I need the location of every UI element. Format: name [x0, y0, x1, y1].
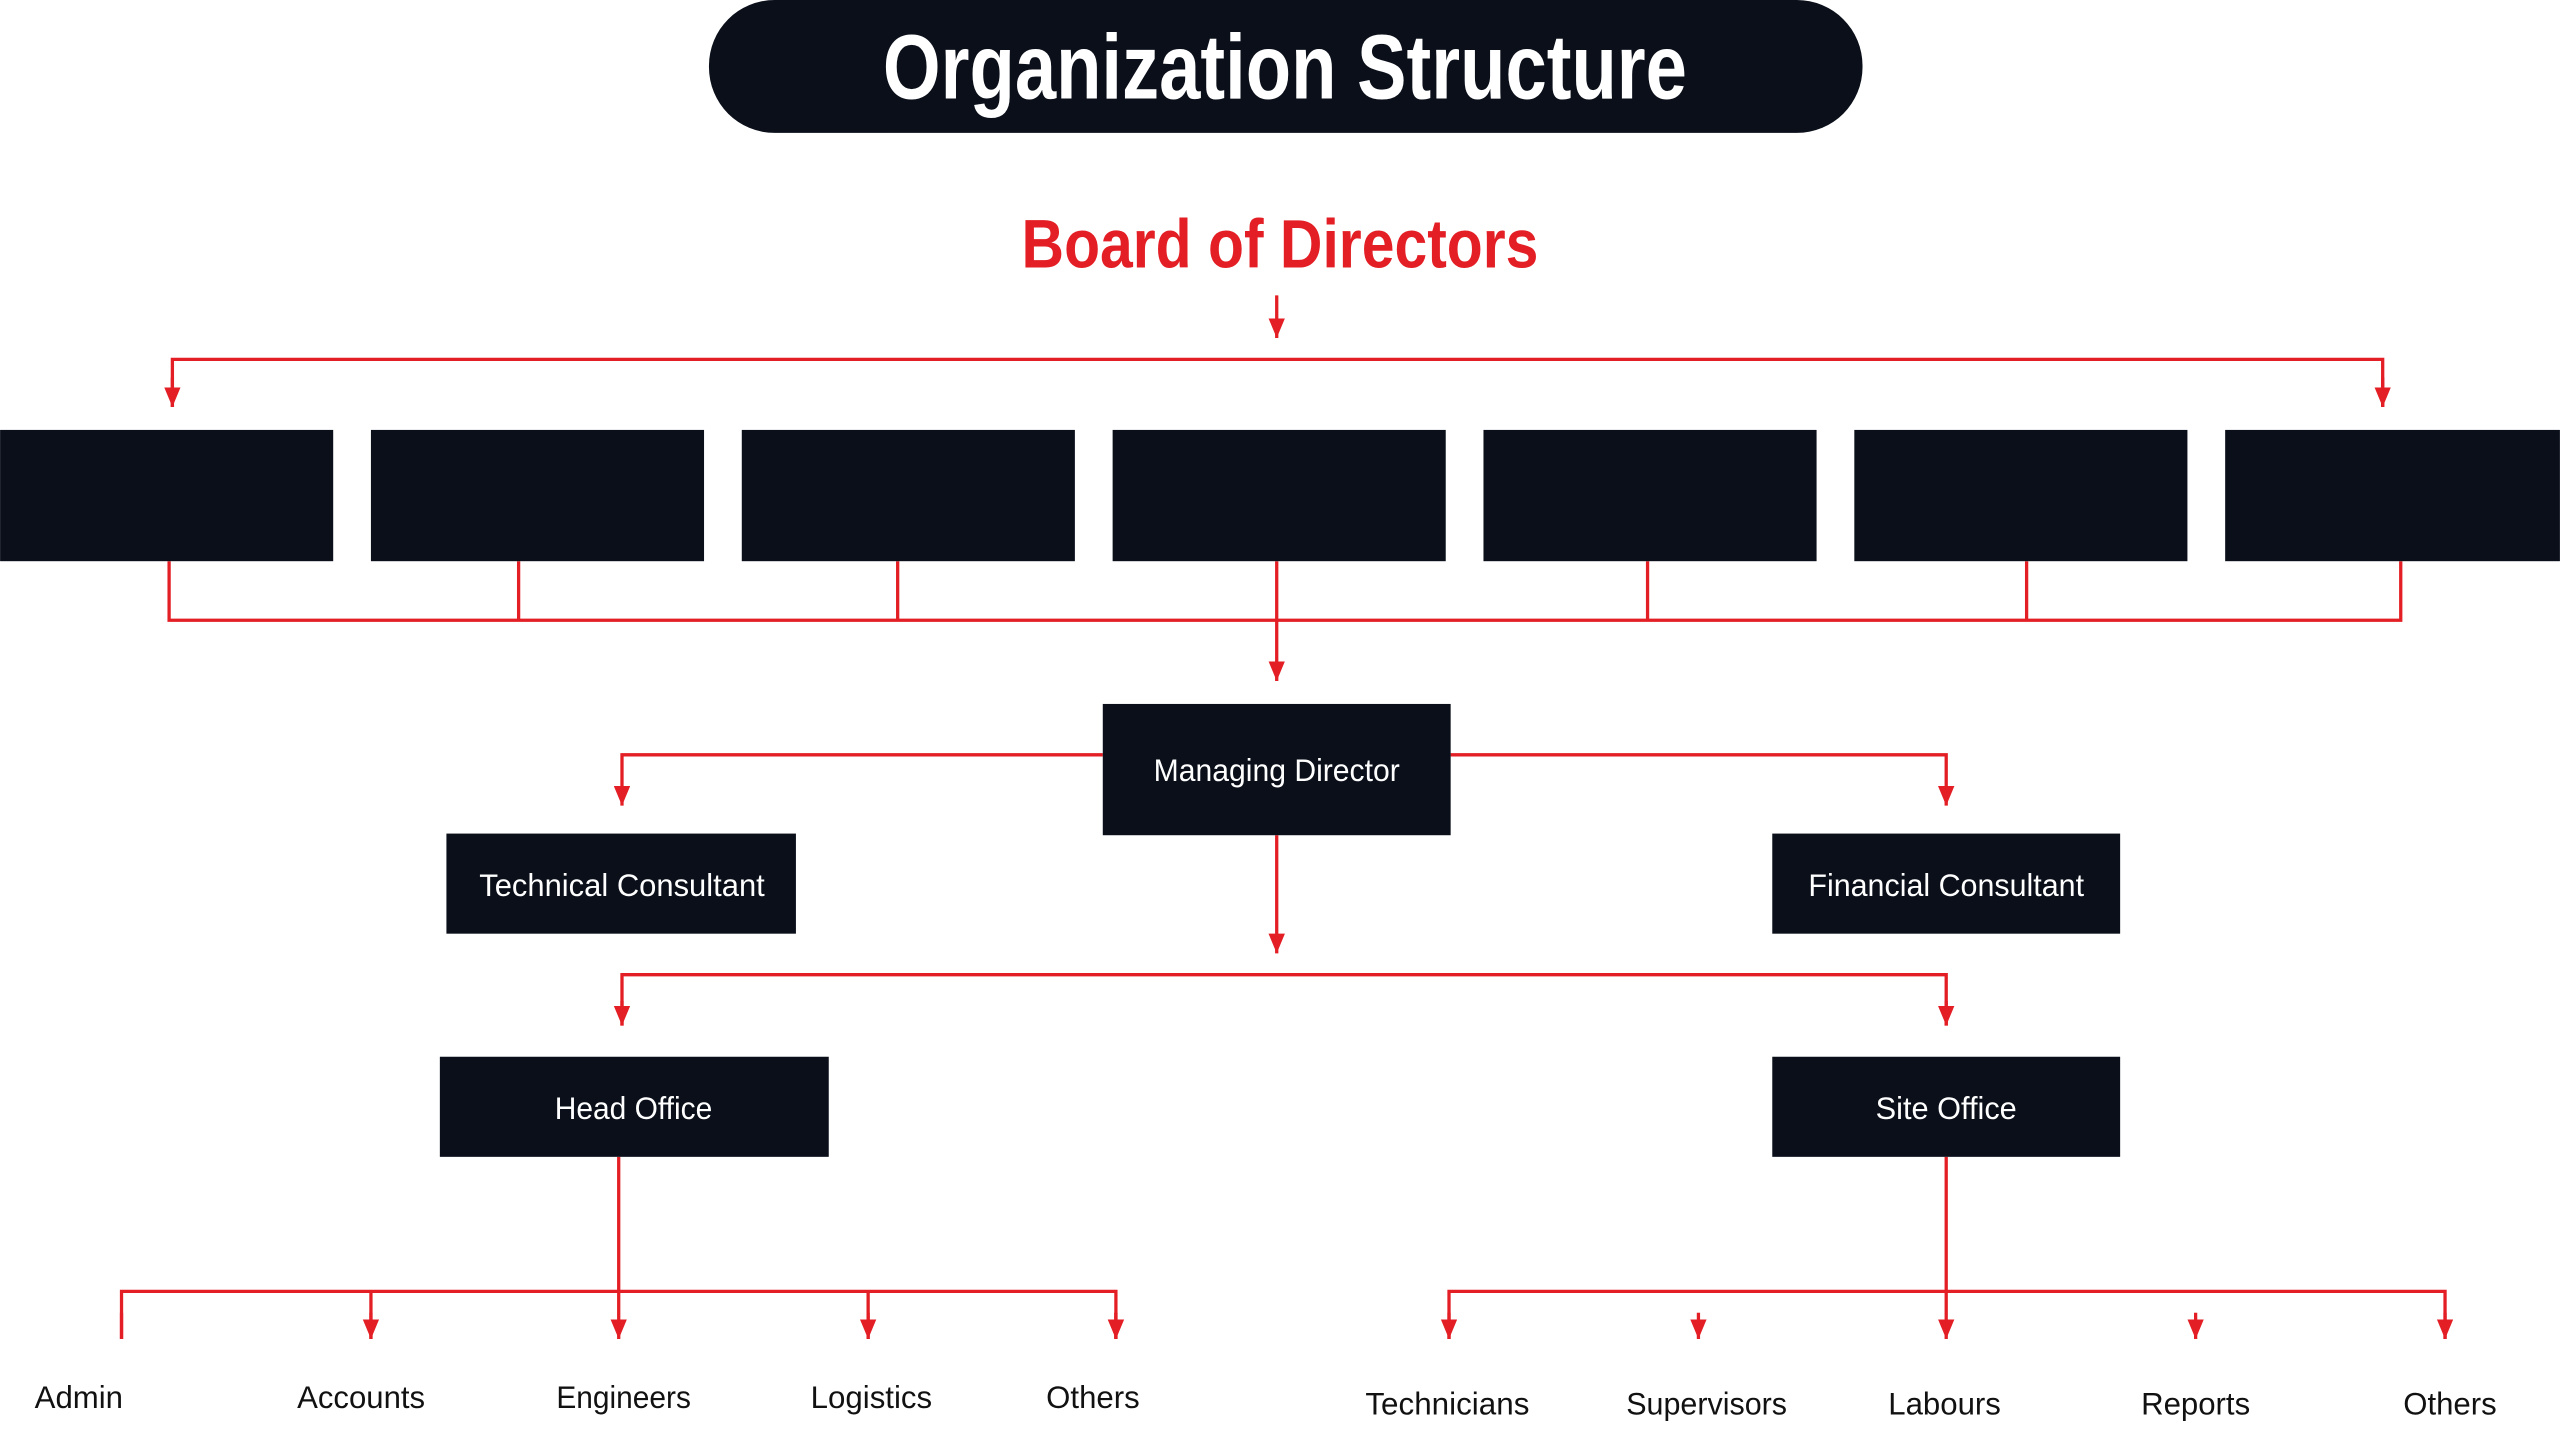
- director-box: [1483, 429, 1817, 562]
- head-office-child: Admin: [35, 1380, 123, 1415]
- site-office-child: Others: [2403, 1386, 2497, 1421]
- director-boxes: [0, 429, 2560, 562]
- site-office-label: Site Office: [1876, 1091, 2017, 1126]
- head-office-child: Engineers: [556, 1380, 691, 1415]
- title-banner: [708, 0, 1863, 133]
- director-box: [370, 429, 705, 562]
- site-office-child: Reports: [2141, 1386, 2250, 1421]
- head-office-box: [439, 1056, 829, 1157]
- director-box: [0, 429, 334, 562]
- head-office-label: Head Office: [555, 1091, 713, 1126]
- head-office-child: Accounts: [297, 1380, 425, 1415]
- managing-director-label: Managing Director: [1154, 753, 1400, 788]
- director-box: [1854, 429, 2188, 562]
- director-box: [2225, 429, 2560, 562]
- board-of-directors-heading: Board of Directors: [1022, 205, 1539, 282]
- managing-director-box: [1102, 703, 1451, 836]
- head-office-child: Logistics: [811, 1380, 932, 1415]
- director-box: [741, 429, 1075, 562]
- technical-consultant-label: Technical Consultant: [479, 868, 765, 903]
- director-box: [1112, 429, 1446, 562]
- page-title: Organization Structure: [883, 16, 1687, 118]
- site-office-child: Technicians: [1365, 1386, 1529, 1421]
- site-office-child: Supervisors: [1626, 1386, 1787, 1421]
- connectors: [119, 295, 2454, 1339]
- technical-consultant-box: [446, 833, 796, 934]
- financial-consultant-label: Financial Consultant: [1808, 868, 2084, 903]
- site-office-child: Labours: [1888, 1386, 2001, 1421]
- site-office-box: [1772, 1056, 2121, 1157]
- financial-consultant-box: [1772, 833, 2121, 934]
- head-office-child: Others: [1046, 1380, 1140, 1415]
